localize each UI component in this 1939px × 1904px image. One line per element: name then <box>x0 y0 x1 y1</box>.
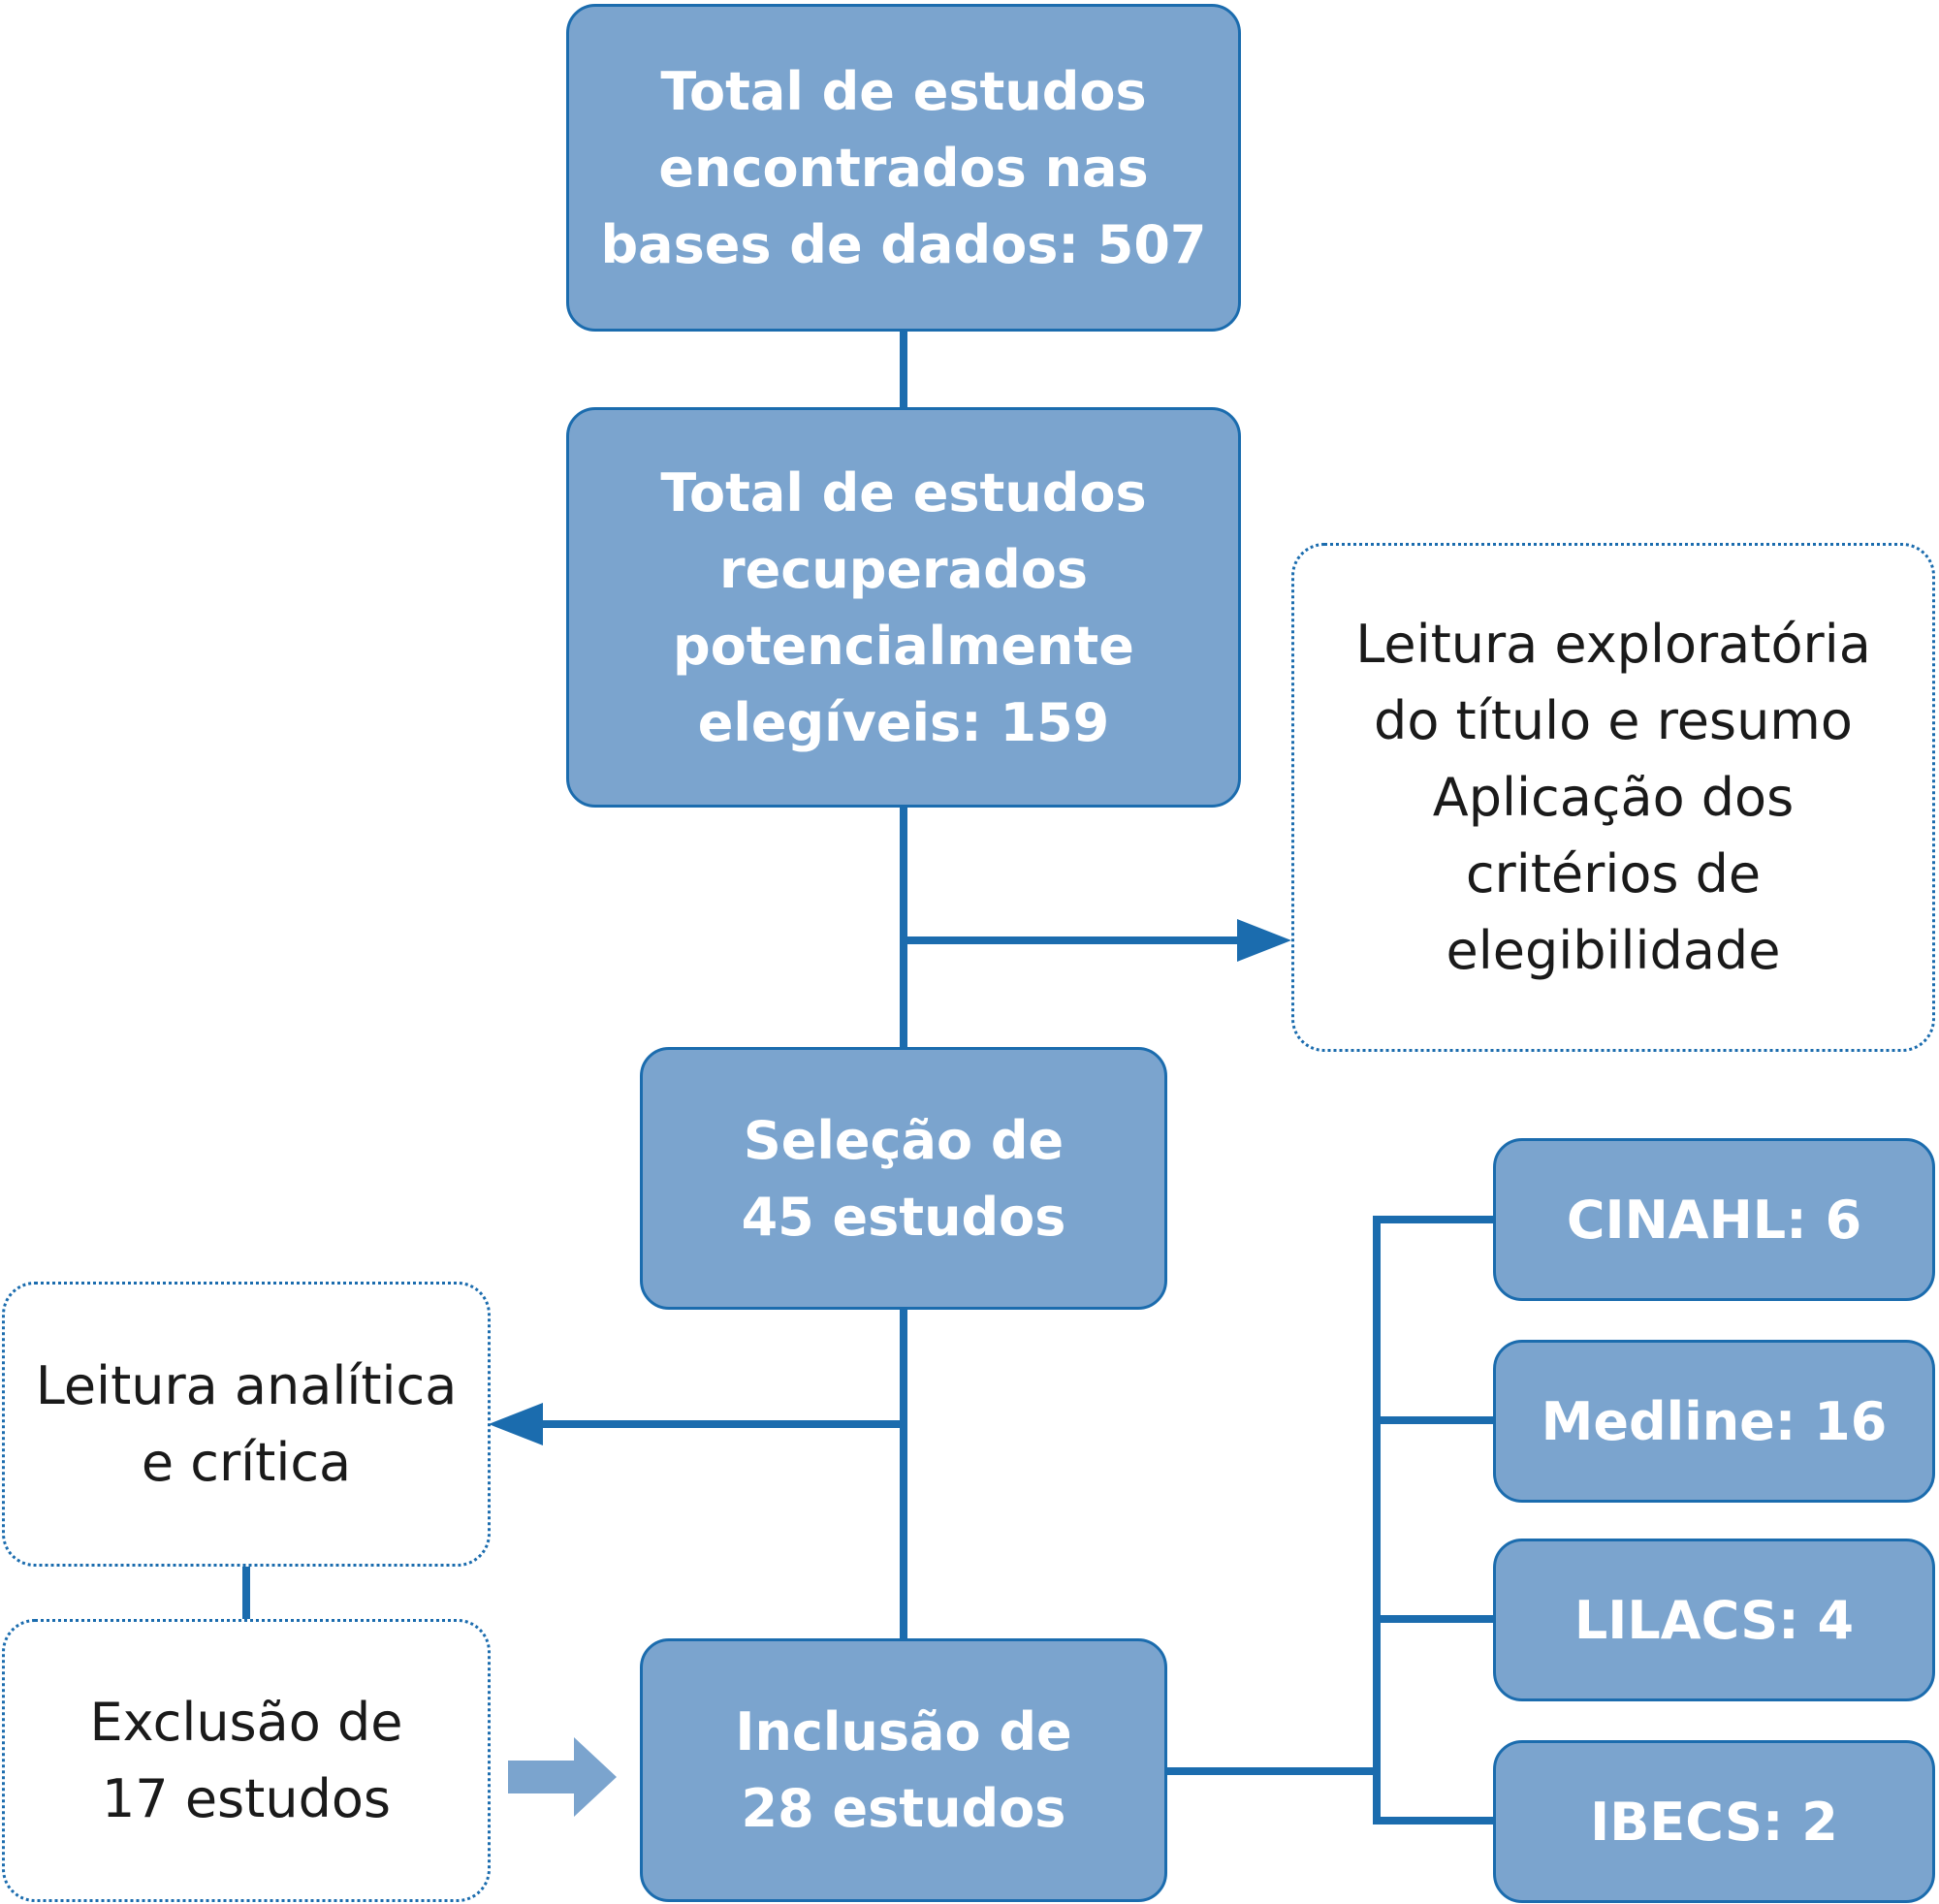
database-box-ibecs: IBECS: 2 <box>1493 1740 1935 1903</box>
database-box-cinahl: CINAHL: 6 <box>1493 1138 1935 1301</box>
arrowhead-exploratory <box>1237 919 1291 962</box>
exclusion-note: Exclusão de 17 estudos <box>2 1619 491 1902</box>
found-studies-box: Total de estudos encontrados nas bases d… <box>566 4 1241 332</box>
inclusion-box: Inclusão de 28 estudos <box>640 1638 1167 1902</box>
arrowhead-analytic <box>489 1403 543 1445</box>
selection-box: Seleção de 45 estudos <box>640 1047 1167 1310</box>
database-box-lilacs: LILACS: 4 <box>1493 1539 1935 1701</box>
block-arrow-exclusion-to-inclusion <box>508 1737 617 1817</box>
analytic-reading-note: Leitura analítica e crítica <box>2 1282 491 1567</box>
database-box-medline: Medline: 16 <box>1493 1340 1935 1503</box>
retrieved-studies-box: Total de estudos recuperados potencialme… <box>566 407 1241 808</box>
exploratory-reading-note: Leitura exploratória do título e resumo … <box>1291 543 1935 1052</box>
